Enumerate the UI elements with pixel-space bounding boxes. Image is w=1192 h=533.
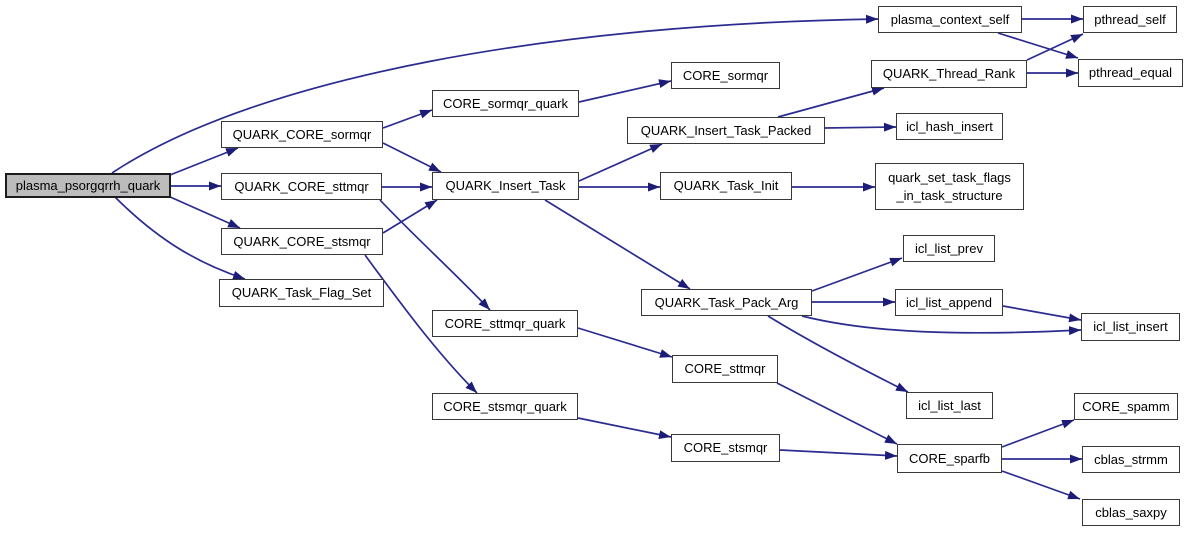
node-icl_hash_insert[interactable]: icl_hash_insert xyxy=(896,113,1003,140)
edge-CORE_stsmqr_quark-to-CORE_stsmqr xyxy=(577,417,672,440)
node-CORE_sparfb[interactable]: CORE_sparfb xyxy=(897,444,1002,473)
node-QUARK_Thread_Rank[interactable]: QUARK_Thread_Rank xyxy=(871,60,1027,88)
node-pthread_equal[interactable]: pthread_equal xyxy=(1078,59,1183,87)
edge-CORE_sparfb-to-cblas_saxpy xyxy=(1001,470,1081,500)
edge-CORE_sttmqr-to-CORE_sparfb xyxy=(776,382,898,445)
node-icl_list_last[interactable]: icl_list_last xyxy=(906,392,993,419)
node-QUARK_Task_Pack_Arg[interactable]: QUARK_Task_Pack_Arg xyxy=(641,289,812,316)
node-QUARK_Insert_Task[interactable]: QUARK_Insert_Task xyxy=(432,172,579,200)
edge-QUARK_CORE_stsmqr-to-CORE_stsmqr_quark xyxy=(364,254,478,394)
node-CORE_sttmqr_quark[interactable]: CORE_sttmqr_quark xyxy=(432,310,578,337)
node-pthread_self[interactable]: pthread_self xyxy=(1083,6,1177,33)
node-QUARK_CORE_sttmqr[interactable]: QUARK_CORE_sttmqr xyxy=(221,173,382,200)
node-CORE_sttmqr[interactable]: CORE_sttmqr xyxy=(672,355,778,383)
node-QUARK_Task_Flag_Set[interactable]: QUARK_Task_Flag_Set xyxy=(219,279,384,307)
edge-CORE_sttmqr_quark-to-CORE_sttmqr xyxy=(577,327,673,358)
edge-CORE_stsmqr-to-CORE_sparfb xyxy=(779,449,898,460)
node-QUARK_CORE_stsmqr[interactable]: QUARK_CORE_stsmqr xyxy=(221,228,383,255)
edge-QUARK_CORE_sormqr-to-QUARK_Insert_Task xyxy=(382,142,442,173)
node-plasma_psorgqrrh_quark: plasma_psorgqrrh_quark xyxy=(5,173,171,198)
edge-QUARK_Insert_Task-to-QUARK_Task_Pack_Arg xyxy=(544,199,691,290)
node-QUARK_Task_Init[interactable]: QUARK_Task_Init xyxy=(660,172,792,200)
edge-plasma_psorgqrrh_quark-to-QUARK_Task_Flag_Set xyxy=(114,196,246,280)
node-CORE_stsmqr[interactable]: CORE_stsmqr xyxy=(671,434,780,462)
edge-QUARK_Insert_Task_Packed-to-icl_hash_insert xyxy=(824,122,897,132)
edge-plasma_context_self-to-pthread_equal xyxy=(997,32,1079,59)
node-cblas_saxpy[interactable]: cblas_saxpy xyxy=(1082,499,1180,526)
node-CORE_spamm[interactable]: CORE_spamm xyxy=(1074,393,1178,420)
node-QUARK_CORE_sormqr[interactable]: QUARK_CORE_sormqr xyxy=(221,121,383,148)
edge-QUARK_CORE_stsmqr-to-QUARK_Insert_Task xyxy=(382,199,438,234)
edge-QUARK_Task_Pack_Arg-to-icl_list_prev xyxy=(811,257,903,292)
edge-QUARK_Insert_Task-to-QUARK_Insert_Task_Packed xyxy=(578,143,663,182)
edge-QUARK_Task_Pack_Arg-to-icl_list_insert xyxy=(801,315,1082,336)
node-plasma_context_self[interactable]: plasma_context_self xyxy=(878,6,1022,33)
edge-icl_list_append-to-icl_list_insert xyxy=(1002,305,1082,323)
edge-QUARK_Insert_Task_Packed-to-QUARK_Thread_Rank xyxy=(777,86,885,118)
node-CORE_sormqr_quark[interactable]: CORE_sormqr_quark xyxy=(432,90,579,117)
node-QUARK_Insert_Task_Packed[interactable]: QUARK_Insert_Task_Packed xyxy=(627,117,825,144)
node-CORE_stsmqr_quark[interactable]: CORE_stsmqr_quark xyxy=(432,393,578,420)
edge-QUARK_Task_Pack_Arg-to-icl_list_last xyxy=(767,315,909,393)
edge-QUARK_Thread_Rank-to-pthread_self xyxy=(1026,33,1084,61)
node-icl_list_append[interactable]: icl_list_append xyxy=(895,289,1003,316)
node-CORE_sormqr[interactable]: CORE_sormqr xyxy=(671,62,780,89)
edge-plasma_psorgqrrh_quark-to-plasma_context_self xyxy=(111,14,879,174)
node-quark_set_task_flags_in_task_structure[interactable]: quark_set_task_flags _in_task_structure xyxy=(875,163,1024,210)
node-icl_list_prev[interactable]: icl_list_prev xyxy=(903,235,995,262)
edge-QUARK_CORE_sttmqr-to-CORE_sttmqr_quark xyxy=(379,199,491,311)
edge-plasma_psorgqrrh_quark-to-QUARK_CORE_stsmqr xyxy=(167,195,241,229)
edge-CORE_sparfb-to-CORE_spamm xyxy=(1001,419,1075,448)
edge-QUARK_CORE_sormqr-to-CORE_sormqr_quark xyxy=(382,109,433,129)
node-cblas_strmm[interactable]: cblas_strmm xyxy=(1082,446,1180,473)
node-icl_list_insert[interactable]: icl_list_insert xyxy=(1081,313,1180,341)
edge-plasma_psorgqrrh_quark-to-QUARK_CORE_sormqr xyxy=(169,147,239,176)
edge-CORE_sormqr_quark-to-CORE_sormqr xyxy=(578,79,672,103)
